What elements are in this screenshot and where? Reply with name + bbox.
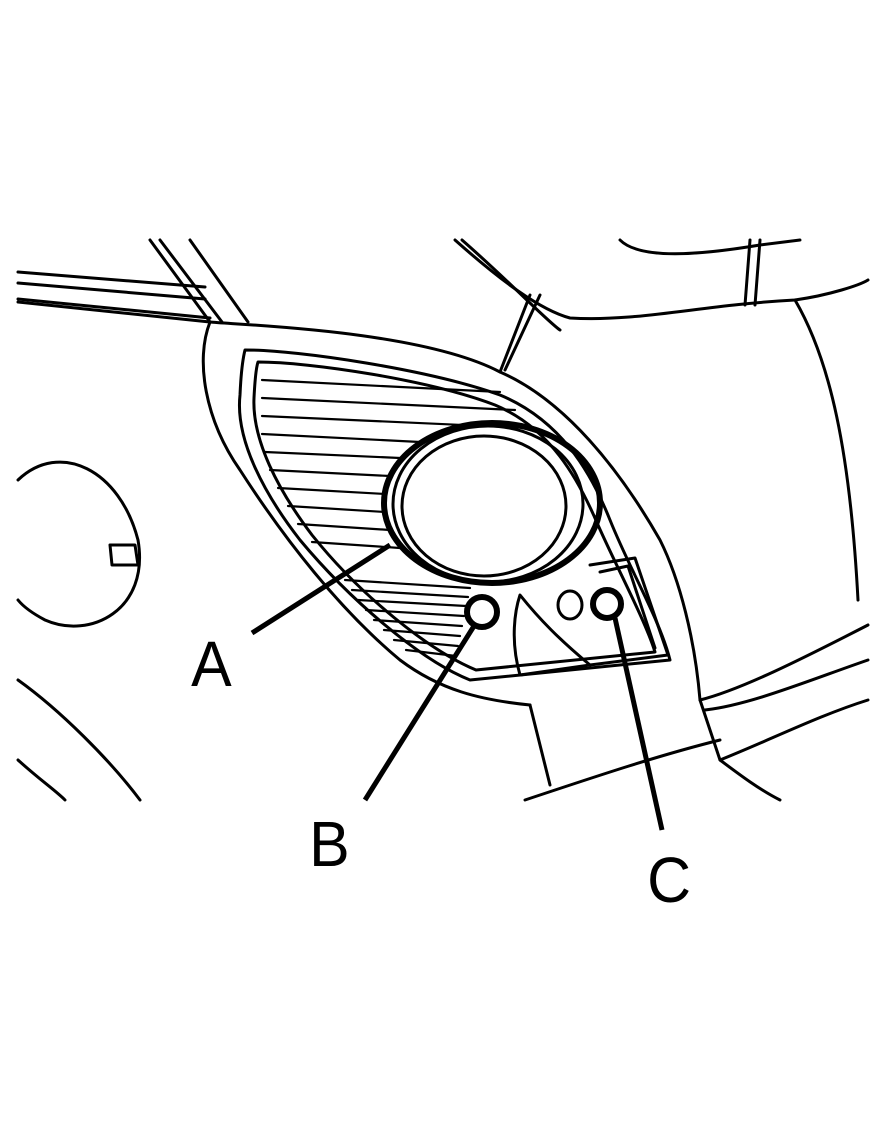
fastener-b <box>464 594 500 630</box>
leader-a <box>250 542 392 636</box>
lamp-housing <box>512 556 670 677</box>
leader-c <box>612 617 665 831</box>
callout-c: C <box>647 844 692 916</box>
fog-lamp-bezel <box>237 348 672 682</box>
fog-lamp-lens <box>381 420 603 586</box>
grille-slats <box>260 378 532 658</box>
callout-b: B <box>309 808 350 880</box>
callout-a: A <box>191 628 232 700</box>
adjuster-c <box>590 587 624 621</box>
bumper-fascia <box>16 238 870 802</box>
leader-lines <box>250 542 665 831</box>
leader-b <box>362 624 477 802</box>
